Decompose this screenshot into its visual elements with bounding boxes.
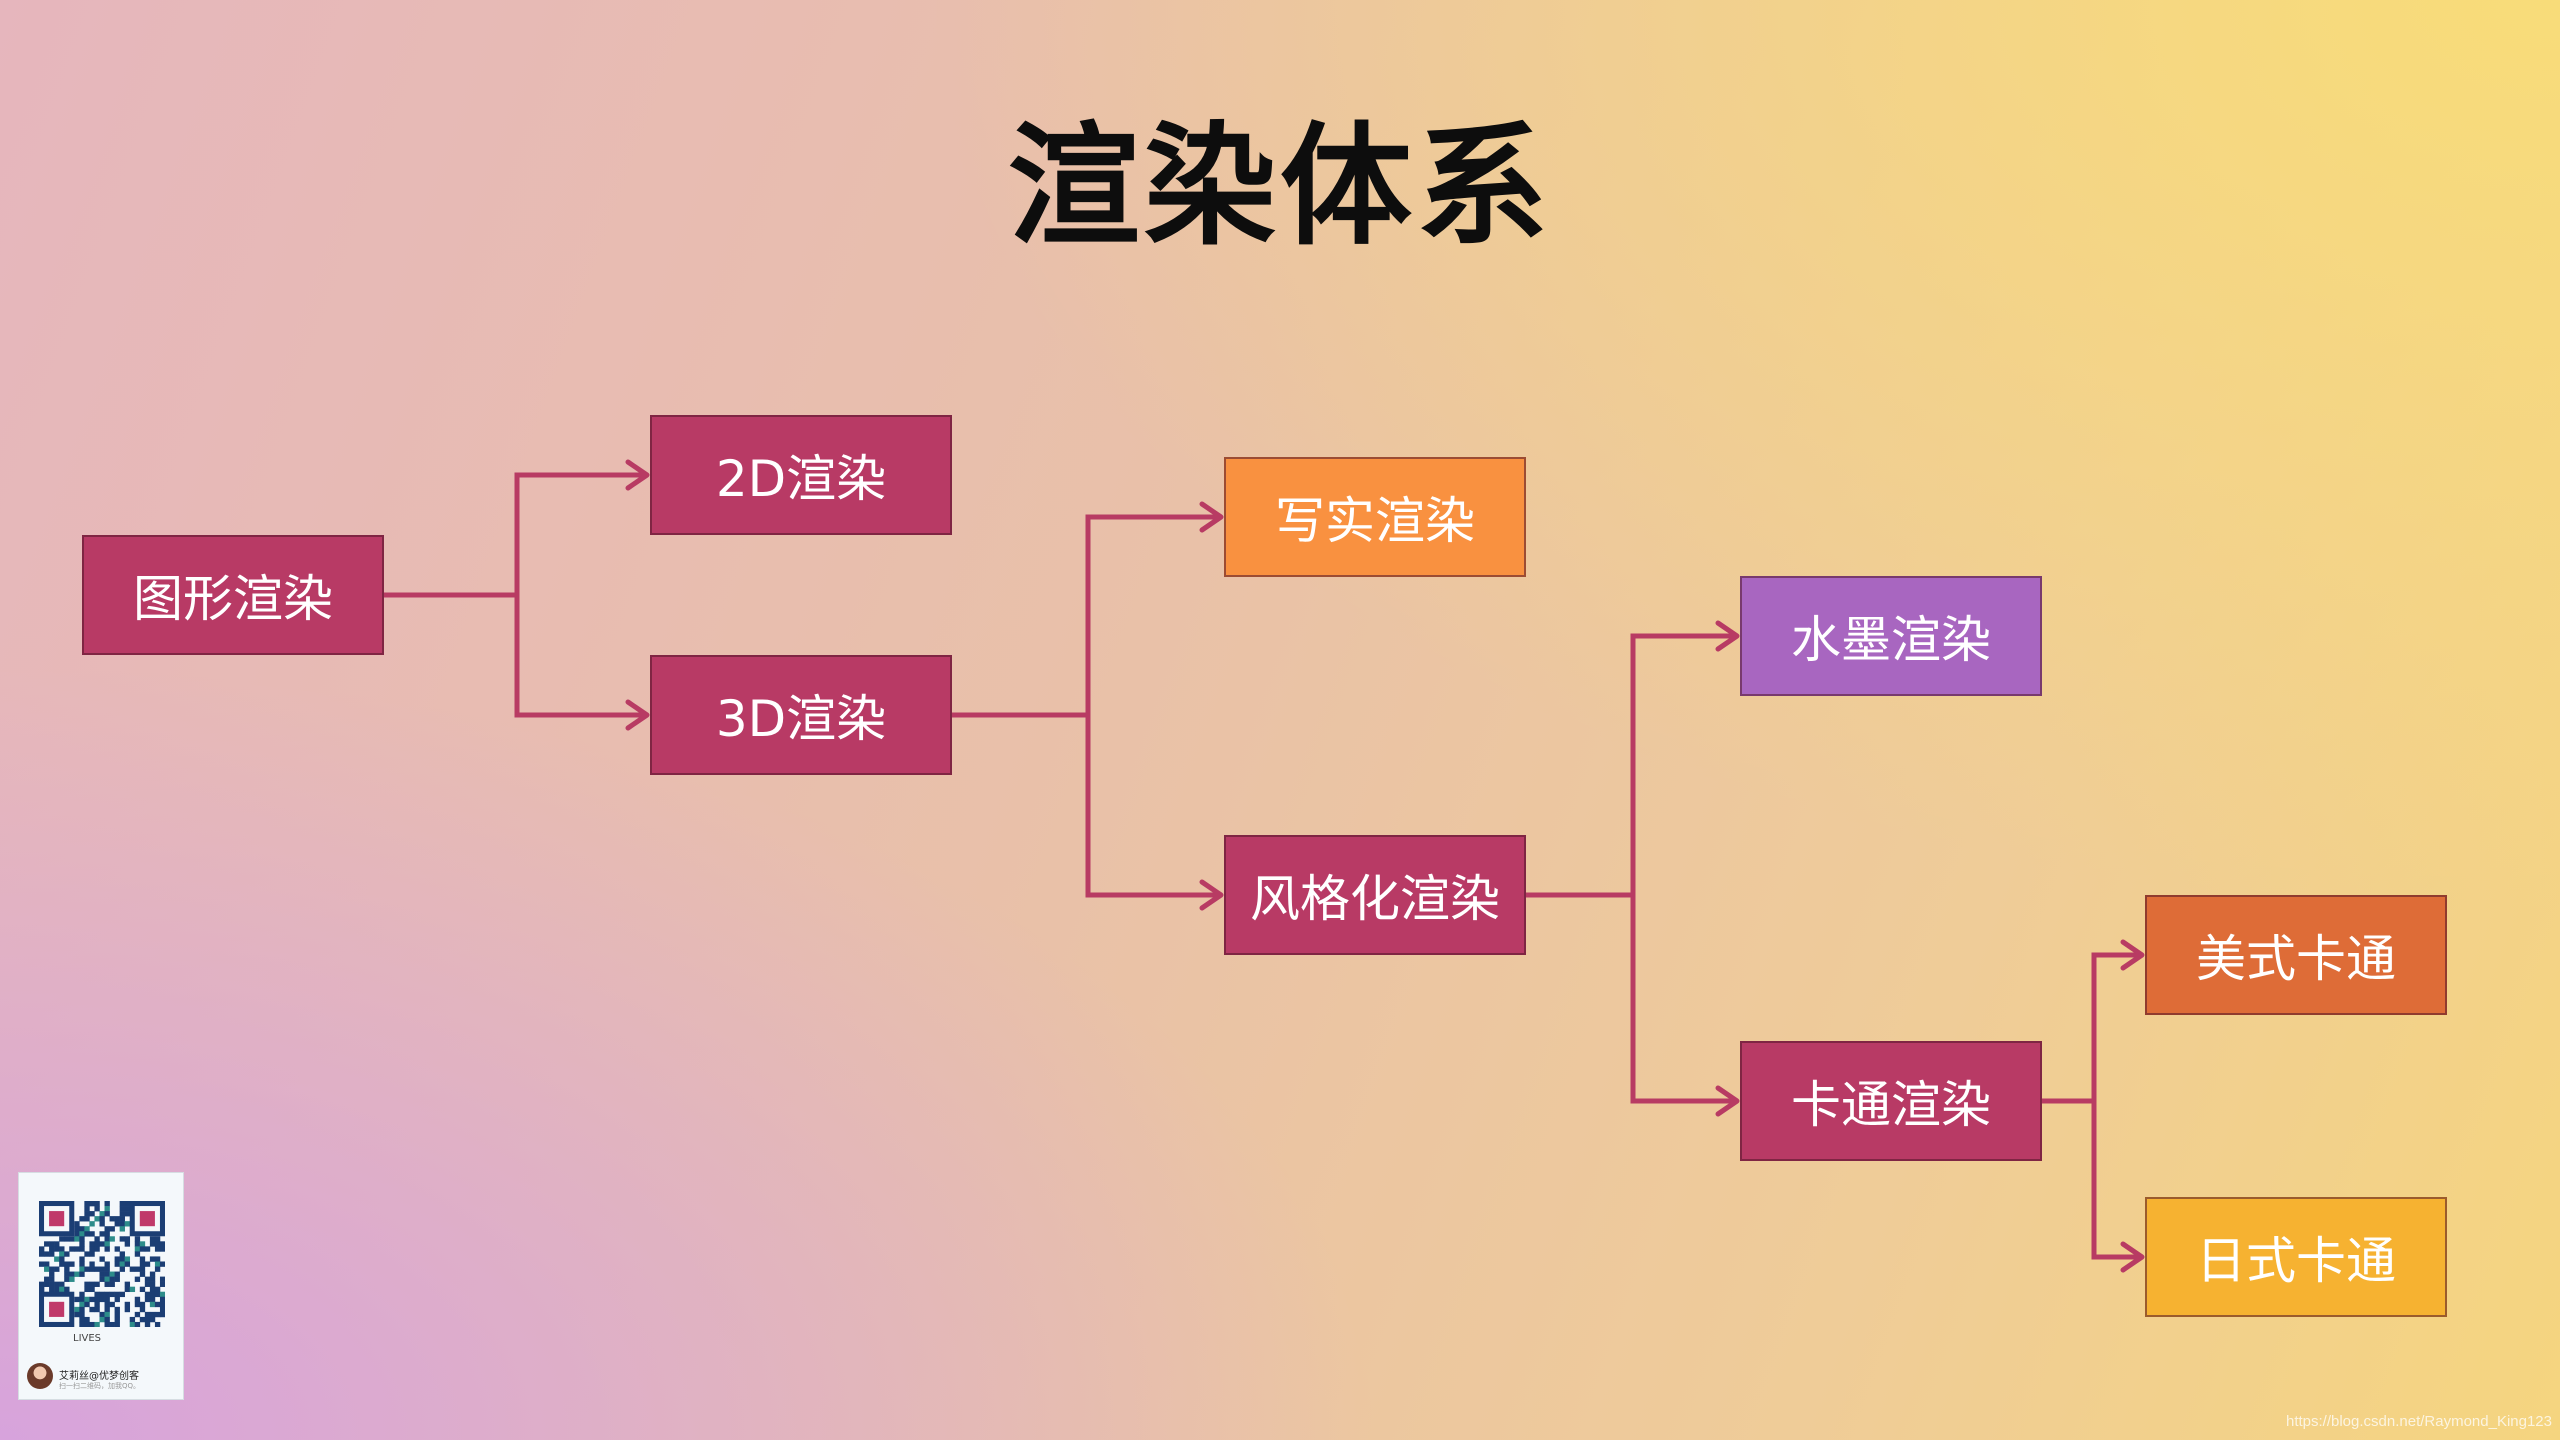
avatar xyxy=(27,1363,53,1389)
node-realistic: 写实渲染 xyxy=(1224,457,1526,577)
arrowhead-american-cartoon xyxy=(2120,939,2145,971)
arrowhead-realistic xyxy=(1199,501,1224,533)
arrowhead-cartoon xyxy=(1715,1085,1740,1117)
node-render-3d: 3D渲染 xyxy=(650,655,952,775)
edge-graphics-to-render-2d xyxy=(384,472,647,598)
edge-cartoon-to-american-cartoon xyxy=(2042,952,2142,1104)
qr-author-name: 艾莉丝@优梦创客 xyxy=(59,1371,139,1382)
node-american-cartoon: 美式卡通 xyxy=(2145,895,2447,1015)
arrowhead-ink-wash xyxy=(1715,620,1740,652)
edge-cartoon-to-japanese-cartoon xyxy=(2042,1098,2142,1260)
qr-lives-label: LIVES xyxy=(73,1333,102,1344)
watermark-url: https://blog.csdn.net/Raymond_King123 xyxy=(2285,1413,2552,1430)
node-stylized: 风格化渲染 xyxy=(1224,835,1526,955)
node-ink-wash: 水墨渲染 xyxy=(1740,576,2042,696)
node-graphics: 图形渲染 xyxy=(82,535,384,655)
edge-graphics-to-render-3d xyxy=(384,592,647,718)
qr-code-icon xyxy=(39,1201,165,1327)
edge-render-3d-to-realistic xyxy=(952,514,1221,718)
arrowhead-render-3d xyxy=(625,699,650,731)
arrowhead-stylized xyxy=(1199,879,1224,911)
node-japanese-cartoon: 日式卡通 xyxy=(2145,1197,2447,1317)
node-cartoon: 卡通渲染 xyxy=(1740,1041,2042,1161)
edge-stylized-to-ink-wash xyxy=(1526,633,1737,898)
edge-stylized-to-cartoon xyxy=(1526,892,1737,1104)
qr-code-card[interactable]: LIVES 艾莉丝@优梦创客 扫一扫二维码，加我QQ。 xyxy=(18,1172,184,1400)
arrowhead-japanese-cartoon xyxy=(2120,1241,2145,1273)
diagram-title: 渲染体系 xyxy=(1008,110,1552,264)
edge-render-3d-to-stylized xyxy=(952,712,1221,898)
arrowhead-render-2d xyxy=(625,459,650,491)
qr-subtitle: 扫一扫二维码，加我QQ。 xyxy=(59,1382,141,1390)
node-render-2d: 2D渲染 xyxy=(650,415,952,535)
